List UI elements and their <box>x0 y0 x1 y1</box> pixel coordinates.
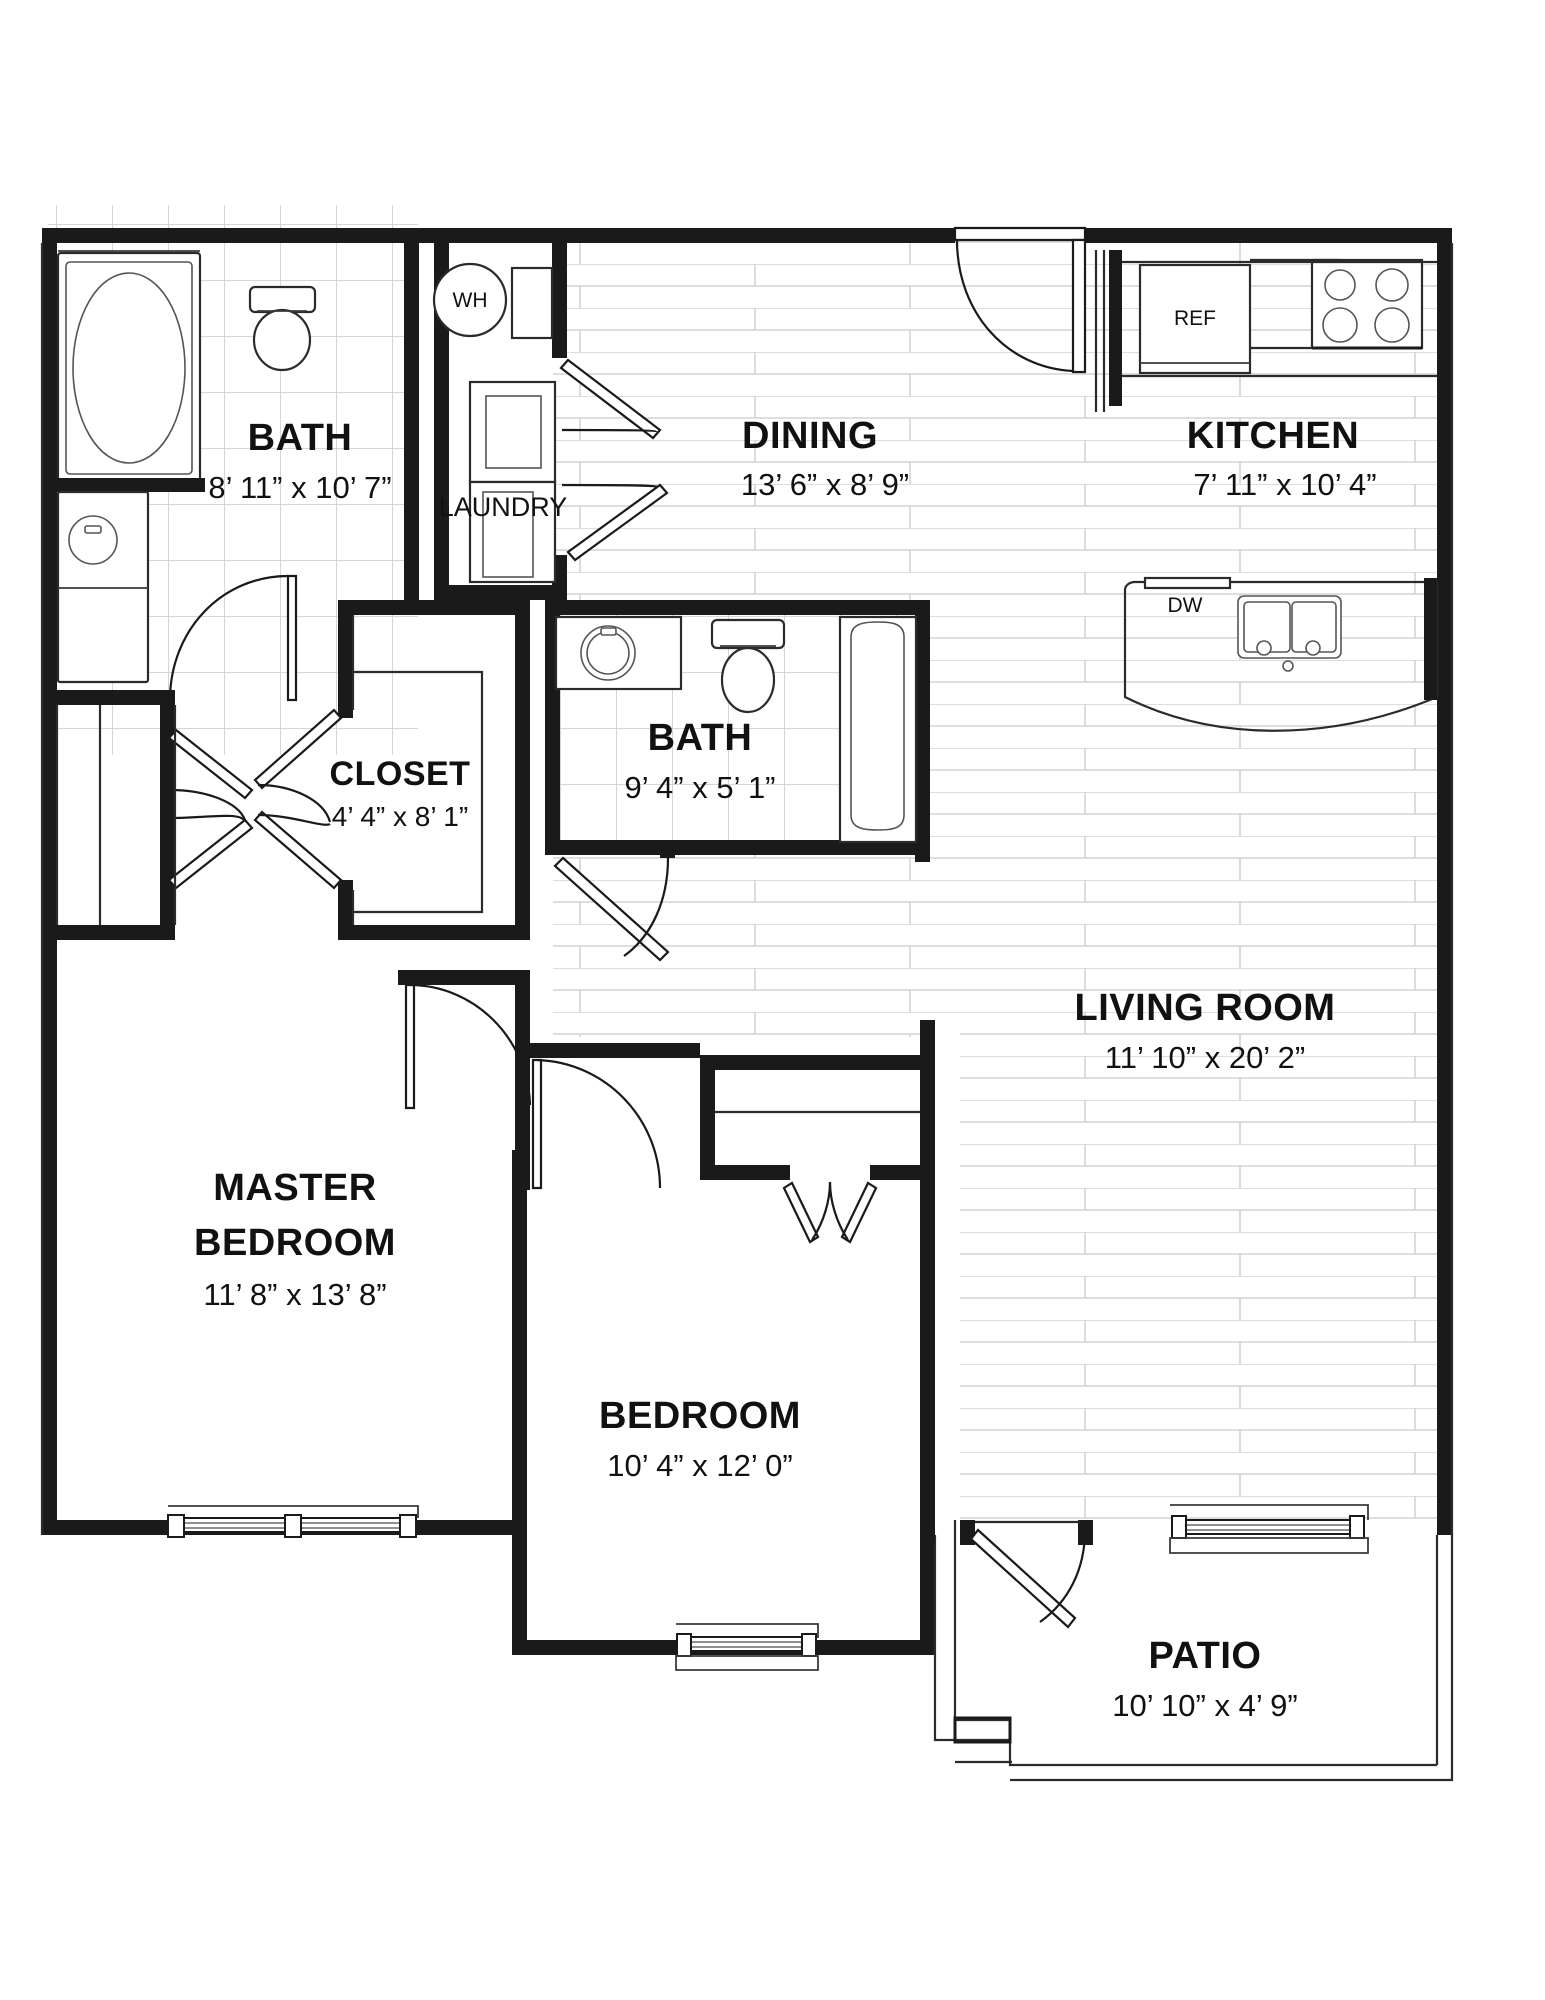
patio-outline <box>933 1520 1454 1782</box>
master-bedroom-dimensions: 11’ 8” x 13’ 8” <box>203 1277 386 1312</box>
laundry-bifold-doors[interactable] <box>559 358 669 562</box>
hall-bath-dimensions: 9’ 4” x 5’ 1” <box>624 770 775 805</box>
room-living: LIVING ROOM 11’ 10” x 20’ 2” <box>1075 987 1336 1075</box>
patio-dimensions: 10’ 10” x 4’ 9” <box>1112 1688 1298 1723</box>
master-bath-label: BATH <box>248 417 353 459</box>
hall-bathtub <box>838 615 918 844</box>
kitchen-label: KITCHEN <box>1187 415 1359 457</box>
kitchen-double-sink <box>1237 595 1342 672</box>
water-heater-label: WH <box>453 289 488 312</box>
room-master-bath <box>55 243 419 940</box>
kitchen-peninsula: DW <box>1123 576 1439 732</box>
room-laundry: WH LAUNDRY <box>432 243 669 600</box>
room-closet: CLOSET 4’ 4” x 8’ 1” <box>253 600 530 940</box>
laundry-label: LAUNDRY <box>439 492 568 522</box>
wall-detailing <box>40 243 1454 1540</box>
hall-toilet <box>710 618 786 714</box>
dining-label: DINING <box>742 415 878 457</box>
washer-dryer-stack <box>468 266 557 584</box>
hall-bath-door[interactable] <box>553 840 675 962</box>
bedroom-door[interactable] <box>527 1043 700 1190</box>
water-heater: WH <box>432 262 508 338</box>
master-bedroom-window <box>167 1505 419 1538</box>
refrigerator-label: REF <box>1174 307 1216 330</box>
master-bath-door[interactable] <box>168 574 298 702</box>
closet-dimensions: 4’ 4” x 8’ 1” <box>332 801 468 832</box>
living-label: LIVING ROOM <box>1075 987 1336 1029</box>
bedroom-label: BEDROOM <box>599 1395 801 1437</box>
master-bedroom-label-line2: BEDROOM <box>194 1222 396 1264</box>
room-patio: PATIO 10’ 10” x 4’ 9” <box>1112 1635 1298 1723</box>
refrigerator: REF <box>1138 263 1252 375</box>
kitchen-dimensions: 7’ 11” x 10’ 4” <box>1193 467 1376 502</box>
closet-label: CLOSET <box>330 755 471 793</box>
living-room-window <box>1169 1504 1369 1554</box>
bedroom-window <box>675 1623 819 1671</box>
bedroom-dimensions: 10’ 4” x 12’ 0” <box>607 1448 793 1483</box>
master-vanity-sink <box>56 490 150 684</box>
bedroom-closet-bifold-doors[interactable] <box>782 1181 878 1244</box>
room-master-bedroom: MASTER BEDROOM 11’ 8” x 13’ 8” <box>167 1167 419 1538</box>
master-bath-dimensions: 8’ 11” x 10’ 7” <box>208 470 391 505</box>
patio-label: PATIO <box>1149 1635 1262 1677</box>
closet-bifold-doors[interactable] <box>253 708 343 890</box>
hall-vanity-sink <box>554 615 683 691</box>
master-bedroom-label-line1: MASTER <box>213 1167 376 1209</box>
master-hall-bifold-doors[interactable] <box>160 690 254 890</box>
room-hall-bath: BATH 9’ 4” x 5’ 1” <box>545 600 930 962</box>
master-toilet <box>248 285 317 372</box>
master-bathtub <box>55 250 205 492</box>
range-cooktop <box>1310 258 1424 350</box>
living-dimensions: 11’ 10” x 20’ 2” <box>1105 1040 1305 1075</box>
entry-door[interactable] <box>953 226 1087 374</box>
room-kitchen: REF KITCHEN 7’ 11” x 10’ 4” DW <box>1094 250 1439 732</box>
dining-dimensions: 13’ 6” x 8’ 9” <box>741 467 909 502</box>
room-bedroom: BEDROOM 10’ 4” x 12’ 0” <box>512 1020 935 1671</box>
living-room-patio-door[interactable] <box>960 1520 1093 1629</box>
room-dining: DINING 13’ 6” x 8’ 9” <box>741 415 909 502</box>
dishwasher-label: DW <box>1168 594 1203 617</box>
hall-bath-label: BATH <box>648 717 753 759</box>
master-bedroom-door[interactable] <box>398 970 532 1190</box>
